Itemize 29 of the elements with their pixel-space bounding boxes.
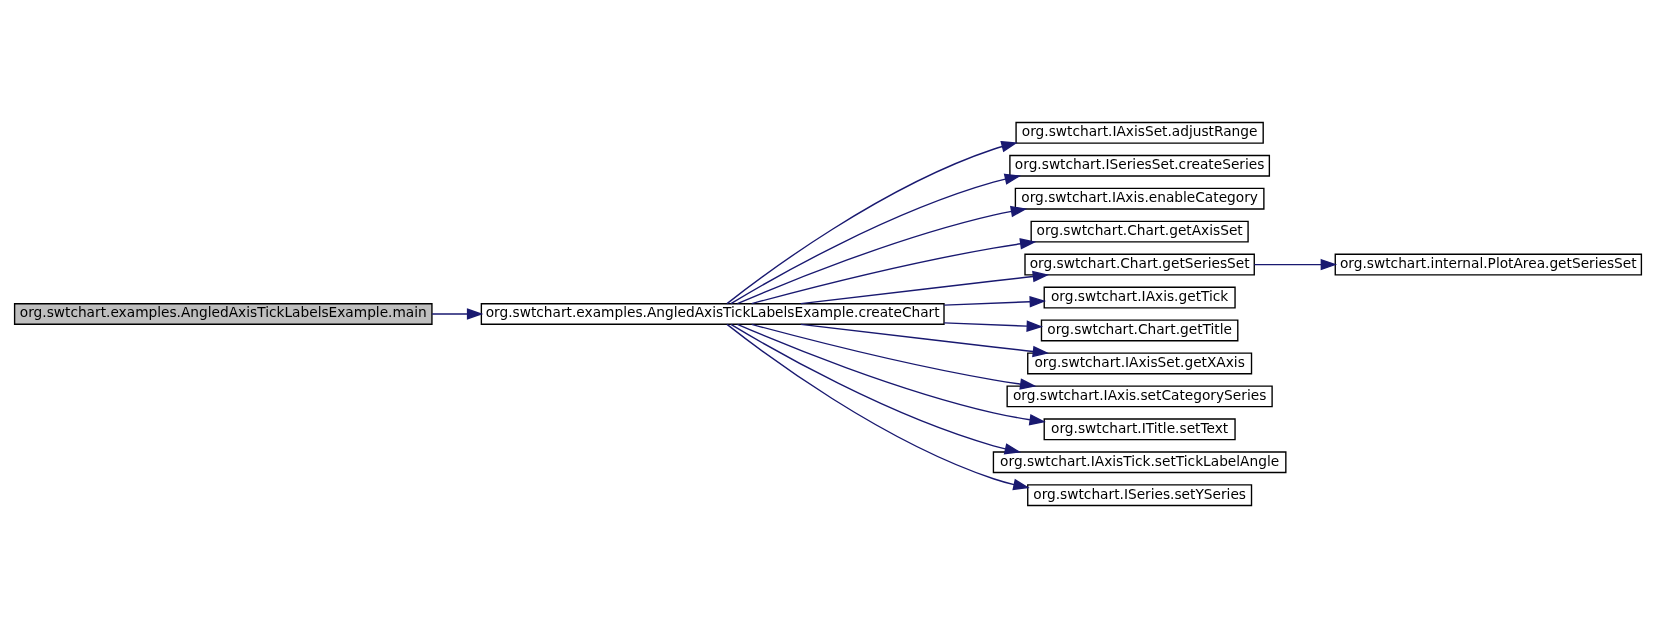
node-box: org.swtchart.Chart.getTitle: [1040, 319, 1239, 341]
arrow: [730, 323, 1022, 454]
node-box: org.swtchart.ITitle.setText: [1043, 417, 1236, 440]
node-box: org.swtchart.Chart.getAxisSet: [1030, 220, 1249, 243]
arrow: [431, 307, 484, 320]
node-box: org.swtchart.internal.PlotArea.getSeriesSet: [1334, 253, 1643, 276]
arrow: [943, 319, 1044, 332]
arrow: [800, 270, 1050, 304]
node-box: org.swtchart.IAxis.enableCategory: [1014, 187, 1265, 210]
node-box: org.swtchart.IAxisTick.setTickLabelAngle: [992, 450, 1287, 473]
node-box: org.swtchart.ISeriesSet.createSeries: [1009, 154, 1271, 177]
node-box: org.swtchart.IAxis.getTick: [1043, 286, 1236, 308]
node-box: org.swtchart.Chart.getSeriesSet: [1024, 253, 1255, 276]
node-box: org.swtchart.examples.AngledAxisTickLabelsExample.main: [13, 302, 433, 325]
node-box: org.swtchart.examples.AngledAxisTickLabelsExample.createChart: [480, 302, 945, 325]
node-box: org.swtchart.ISeries.setYSeries: [1027, 483, 1253, 506]
arrow: [800, 323, 1050, 357]
arrow: [726, 323, 1030, 490]
arrow: [736, 323, 1046, 425]
arrow: [730, 173, 1022, 304]
arrow: [726, 140, 1018, 304]
arrow: [943, 295, 1047, 307]
arrow: [736, 205, 1028, 304]
node-box: org.swtchart.IAxis.setCategorySeries: [1006, 384, 1273, 407]
arrow: [751, 237, 1037, 304]
arrow: [1253, 258, 1338, 270]
node-box: org.swtchart.IAxisSet.adjustRange: [1015, 121, 1264, 144]
arrow: [751, 323, 1037, 390]
node-box: org.swtchart.IAxisSet.getXAxis: [1027, 351, 1253, 374]
